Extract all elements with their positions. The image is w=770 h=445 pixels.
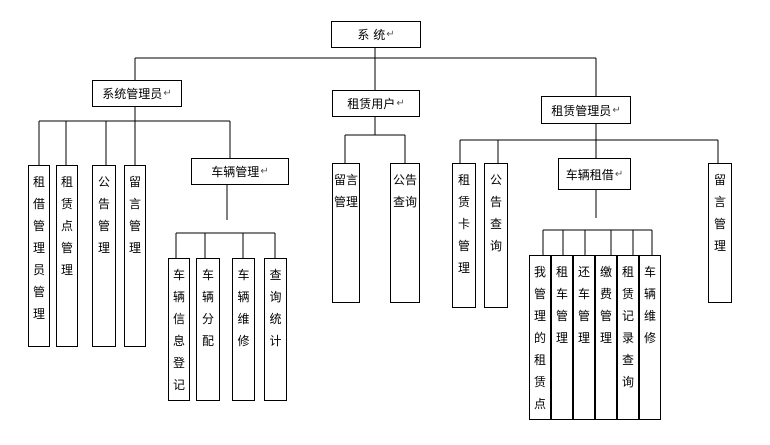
node-payment-mgmt: 缴费管理 <box>595 255 617 420</box>
node-notice-mgmt: 公告管理 <box>92 165 116 347</box>
node-renter-message-mgmt: 留言管理 <box>332 163 360 303</box>
node-my-rental-points: 我管理的租赁点 <box>529 255 551 420</box>
node-renter-notice-query-label: 公告查询 <box>392 173 417 209</box>
node-message-mgmt: 留言管理 <box>124 165 146 347</box>
node-lease-vehicle-repair: 车辆维修 <box>639 255 661 420</box>
node-my-rental-points-label: 我管理的租赁点 <box>533 265 546 411</box>
node-lease-notice-query: 公告查询 <box>484 163 508 308</box>
node-system-root-label: 系 统 <box>357 28 386 42</box>
node-lease-message-mgmt: 留言管理 <box>708 163 732 303</box>
return-mark-icon: ↵ <box>396 98 405 109</box>
node-rental-point-mgmt: 租赁点管理 <box>56 165 78 347</box>
node-rental-record-query: 租赁记录查询 <box>617 255 639 420</box>
return-mark-icon: ↵ <box>612 104 621 116</box>
node-vehicle-lease-label: 车辆租借 <box>565 167 614 182</box>
node-car-return-mgmt-label: 还车管理 <box>577 265 590 345</box>
node-vehicle-registration-label: 车辆信息登记 <box>172 268 185 392</box>
node-vehicle-registration: 车辆信息登记 <box>168 258 190 401</box>
node-lease-message-mgmt-label: 留言管理 <box>713 173 726 253</box>
node-vehicle-lease: 车辆租借↵ <box>558 158 631 190</box>
node-car-rental-mgmt-label: 租车管理 <box>555 265 568 345</box>
return-mark-icon: ↵ <box>163 88 172 99</box>
node-lease-admin: 租赁管理员↵ <box>541 96 631 124</box>
node-query-statistics-label: 查询统计 <box>269 268 282 348</box>
node-lease-vehicle-repair-label: 车辆维修 <box>643 265 656 345</box>
node-notice-mgmt-label: 公告管理 <box>97 175 110 255</box>
node-system-admin: 系统管理员↵ <box>92 80 182 107</box>
node-payment-mgmt-label: 缴费管理 <box>599 265 612 345</box>
node-car-rental-mgmt: 租车管理 <box>551 255 573 420</box>
node-rental-admin-mgmt-label: 租借管理员管理 <box>32 175 45 321</box>
node-rental-admin-mgmt: 租借管理员管理 <box>28 165 50 347</box>
return-mark-icon: ↵ <box>386 29 395 40</box>
node-lease-admin-label: 租赁管理员 <box>551 103 612 118</box>
node-rental-record-query-label: 租赁记录查询 <box>621 265 634 389</box>
node-renter-message-mgmt-label: 留言管理 <box>333 173 358 209</box>
node-vehicle-allocation: 车辆分配 <box>196 258 220 401</box>
node-rental-point-mgmt-label: 租赁点管理 <box>60 175 73 277</box>
node-vehicle-mgmt: 车辆管理↵ <box>191 158 289 185</box>
node-rental-card-mgmt-label: 租赁卡管理 <box>457 173 470 275</box>
node-car-return-mgmt: 还车管理 <box>573 255 595 420</box>
node-lease-notice-query-label: 公告查询 <box>489 173 502 253</box>
node-renter: 租赁用户↵ <box>332 90 420 117</box>
node-vehicle-repair: 车辆维修 <box>232 258 255 401</box>
node-vehicle-repair-label: 车辆维修 <box>237 268 250 348</box>
node-vehicle-mgmt-label: 车辆管理 <box>211 165 260 179</box>
node-system-root: 系 统↵ <box>331 21 421 48</box>
node-renter-label: 租赁用户 <box>347 97 396 111</box>
return-mark-icon: ↵ <box>260 166 269 177</box>
node-message-mgmt-label: 留言管理 <box>128 175 141 255</box>
node-query-statistics: 查询统计 <box>264 258 287 401</box>
node-rental-card-mgmt: 租赁卡管理 <box>452 163 476 308</box>
node-system-admin-label: 系统管理员 <box>102 87 163 101</box>
return-mark-icon: ↵ <box>614 168 624 180</box>
node-vehicle-allocation-label: 车辆分配 <box>201 268 214 348</box>
node-renter-notice-query: 公告查询 <box>390 163 420 303</box>
